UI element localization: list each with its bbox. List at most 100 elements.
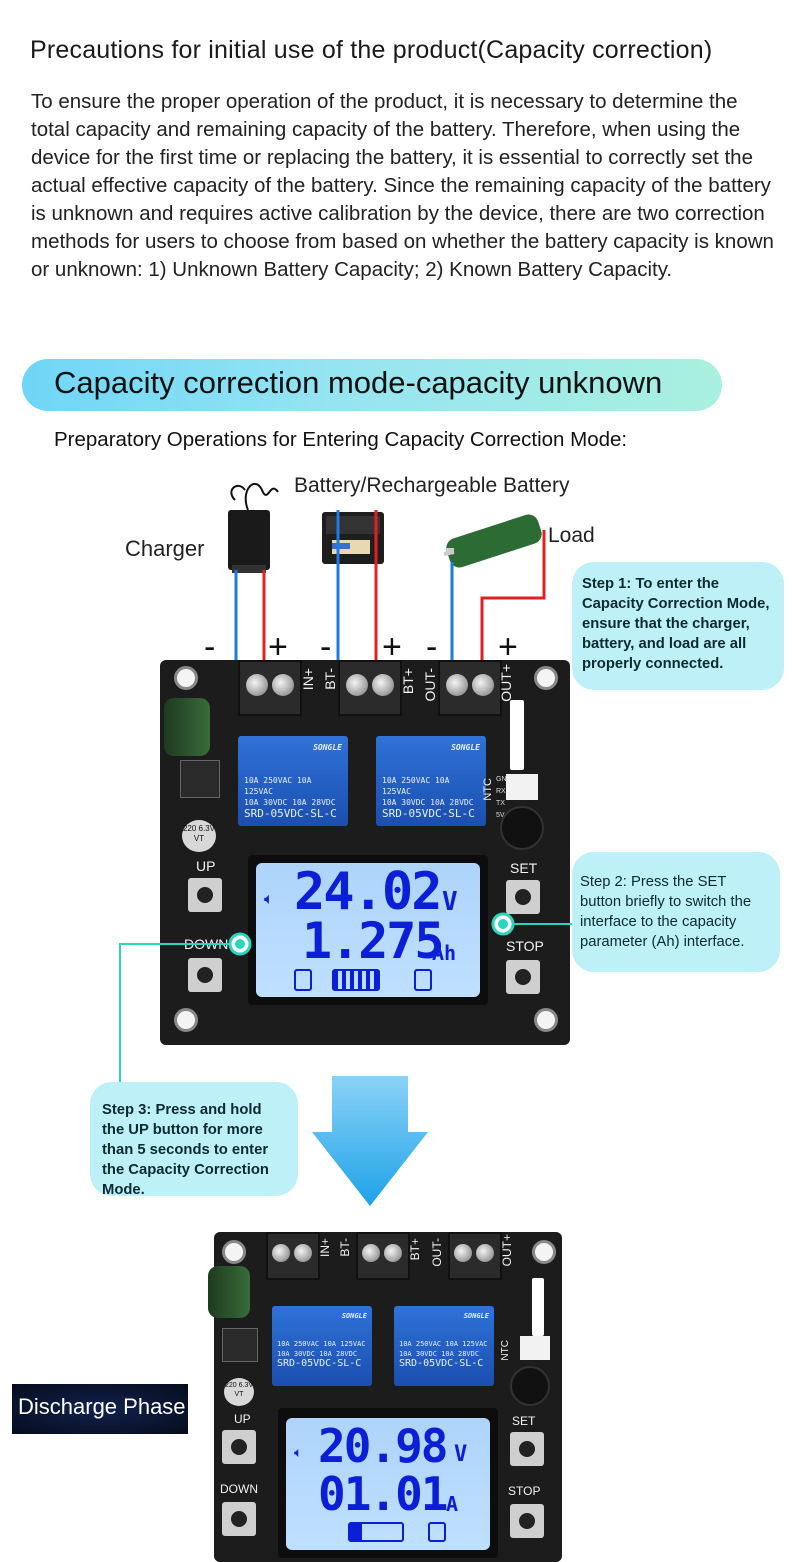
stop-button[interactable] xyxy=(506,960,540,994)
relay-spec: 10A 250VAC 10A 125VAC xyxy=(244,776,312,796)
mounting-hole xyxy=(174,666,198,690)
lcd-current: 01.01 xyxy=(318,1467,448,1521)
down-button[interactable] xyxy=(222,1502,256,1536)
relay-2: SONGLE 10A 250VAC 10A 125VAC 10A 30VDC 1… xyxy=(394,1306,494,1386)
charger-icon xyxy=(228,482,279,573)
load-resistor-icon xyxy=(443,514,542,568)
relay-spec: 10A 30VDC 10A 28VDC xyxy=(399,1350,480,1358)
set-button[interactable] xyxy=(510,1432,544,1466)
polarity-minus: - xyxy=(204,628,216,666)
uart-header xyxy=(532,1278,544,1336)
small-capacitor: 220 6.3V VT xyxy=(224,1378,254,1406)
mounting-hole xyxy=(222,1240,246,1264)
polarity-plus: + xyxy=(498,628,518,666)
stop-label: STOP xyxy=(506,938,544,954)
mounting-hole xyxy=(174,1008,198,1032)
charge-bolt-icon xyxy=(428,1522,446,1542)
up-label: UP xyxy=(234,1412,251,1426)
stop-label: STOP xyxy=(508,1484,541,1498)
lcd-display: 🔈︎ 24.02 V 1.275 Ah xyxy=(248,855,488,1005)
up-label: UP xyxy=(196,858,216,874)
uart-header xyxy=(510,700,524,770)
lcd-voltage-unit: V xyxy=(442,887,458,917)
lcd-voltage-unit: V xyxy=(454,1442,468,1467)
polarity-plus: + xyxy=(382,628,402,666)
preparatory-subheading: Preparatory Operations for Entering Capa… xyxy=(54,428,628,451)
relay-spec: 10A 30VDC 10A 28VDC xyxy=(244,798,336,807)
down-button[interactable] xyxy=(188,958,222,992)
lcd-capacity: 1.275 xyxy=(302,912,445,970)
electrolytic-capacitor xyxy=(208,1266,250,1318)
terminal-label-out-plus: OUT+ xyxy=(500,1234,514,1267)
ntc-connector xyxy=(520,1336,550,1360)
buzzer xyxy=(500,806,544,850)
step3-callout: Step 3: Press and hold the UP button for… xyxy=(90,1082,298,1198)
ntc-connector xyxy=(506,774,538,800)
terminal-bt xyxy=(338,660,402,716)
relay-model: SRD-05VDC-SL-C xyxy=(277,1358,362,1369)
relay-model: SRD-05VDC-SL-C xyxy=(399,1358,484,1369)
wiring-diagram xyxy=(228,482,546,670)
relay-spec: 10A 30VDC 10A 28VDC xyxy=(382,798,474,807)
relay-model: SRD-05VDC-SL-C xyxy=(382,807,475,820)
up-button[interactable] xyxy=(222,1430,256,1464)
relay-2: SONGLE 10A 250VAC 10A 125VAC 10A 30VDC 1… xyxy=(376,736,486,826)
electrolytic-capacitor xyxy=(164,698,210,756)
relay-brand: SONGLE xyxy=(463,1312,489,1320)
controller-board-discharge: IN+ BT- BT+ OUT- OUT+ 220 6.3V VT SONGLE… xyxy=(208,1232,562,1562)
intro-paragraph: To ensure the proper operation of the pr… xyxy=(31,90,774,281)
terminal-out xyxy=(438,660,502,716)
lcd-voltage: 20.98 xyxy=(318,1419,448,1473)
set-label: SET xyxy=(510,860,538,876)
relay-brand: SONGLE xyxy=(313,743,342,752)
buzzer xyxy=(510,1366,550,1406)
phase-badge xyxy=(12,1384,188,1434)
lcd-display: 🔈︎ 20.98 V 01.01 A xyxy=(278,1408,498,1558)
battery-label: Battery/Rechargeable Battery xyxy=(294,474,570,497)
charger-label: Charger xyxy=(125,536,205,561)
charge-bolt-icon xyxy=(414,969,432,991)
inductor xyxy=(222,1328,258,1362)
terminal-label-bt-plus: BT+ xyxy=(408,1238,422,1261)
down-label: DOWN xyxy=(220,1482,258,1496)
relay-spec: 10A 250VAC 10A 125VAC xyxy=(399,1340,488,1348)
terminal-label-out-minus: OUT- xyxy=(430,1238,444,1267)
terminal-in xyxy=(238,660,302,716)
page-heading: Precautions for initial use of the produ… xyxy=(30,36,713,64)
relay-brand: SONGLE xyxy=(341,1312,367,1320)
lcd-current-unit: A xyxy=(446,1492,459,1516)
step1-callout: Step 1: To enter the Capacity Correction… xyxy=(572,562,784,690)
terminal-bt xyxy=(356,1232,410,1280)
up-button[interactable] xyxy=(188,878,222,912)
relay-spec: 10A 30VDC 10A 28VDC xyxy=(277,1350,358,1358)
load-wire-positive xyxy=(480,530,546,670)
mounting-hole xyxy=(534,1008,558,1032)
relay-brand: SONGLE xyxy=(451,743,480,752)
set-label: SET xyxy=(512,1414,536,1428)
polarity-plus: + xyxy=(268,628,288,666)
speaker-icon: 🔈︎ xyxy=(264,891,274,908)
mounting-hole xyxy=(534,666,558,690)
lcd-voltage: 24.02 xyxy=(294,862,443,922)
load-label: Load xyxy=(548,524,595,547)
inductor xyxy=(180,760,220,798)
down-arrow-icon xyxy=(312,1076,428,1206)
terminal-label-bt-minus: BT- xyxy=(338,1238,352,1257)
polarity-minus: - xyxy=(426,628,438,666)
lcd-capacity-unit: Ah xyxy=(432,941,457,965)
battery-level-icon xyxy=(348,1522,404,1542)
relay-model: SRD-05VDC-SL-C xyxy=(244,807,337,820)
terminal-label-in-plus: IN+ xyxy=(318,1238,332,1258)
section-banner xyxy=(22,359,722,411)
terminal-in xyxy=(266,1232,320,1280)
speaker-icon: 🔈︎ xyxy=(294,1444,303,1460)
phase-label: Discharge Phase xyxy=(18,1394,186,1419)
mounting-hole xyxy=(532,1240,556,1264)
relay-spec: 10A 250VAC 10A 125VAC xyxy=(382,776,450,796)
set-button[interactable] xyxy=(506,880,540,914)
ntc-label: NTC xyxy=(500,1340,511,1361)
polarity-minus: - xyxy=(320,628,332,666)
relay-1: SONGLE 10A 250VAC 10A 125VAC 10A 30VDC 1… xyxy=(238,736,348,826)
stop-button[interactable] xyxy=(510,1504,544,1538)
